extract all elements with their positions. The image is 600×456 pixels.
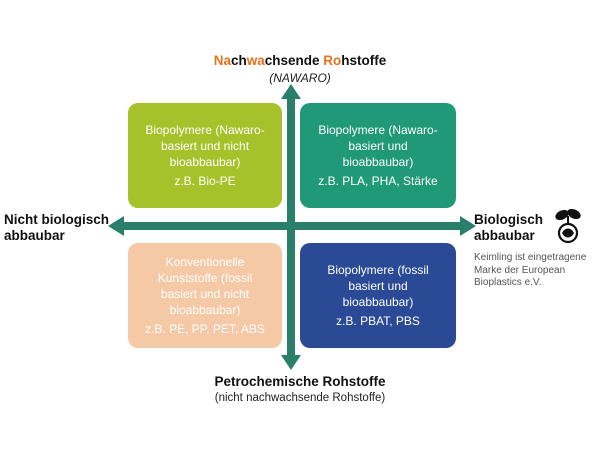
- left-arrow-head-icon: [108, 216, 124, 236]
- quadrant-text-line: Kunststoffe (fossil: [157, 271, 253, 285]
- quadrant-bottom-right: Biopolymere (fossil basiert und bioabbau…: [300, 243, 456, 348]
- bottom-axis-subtitle: (nicht nachwachsende Rohstoffe): [214, 392, 386, 404]
- trademark-note: Keimling ist eingetragene Marke der Euro…: [474, 252, 600, 290]
- left-axis-label-line2: abbaubar: [4, 228, 65, 243]
- quadrant-bottom-left: Konventionelle Kunststoffe (fossil basie…: [128, 243, 282, 348]
- up-arrow-head-icon: [281, 84, 301, 99]
- top-title-part: Ro: [323, 53, 342, 68]
- bottom-axis-title: Petrochemische Rohstoffe: [214, 374, 386, 389]
- left-axis-label: Nicht biologisch abbaubar: [4, 212, 124, 244]
- quadrant-top-left: Biopolymere (Nawaro- basiert und nicht b…: [128, 103, 282, 208]
- top-axis-subtitle: (NAWARO): [269, 71, 331, 85]
- top-title-part: hstoffe: [341, 53, 387, 68]
- quadrant-example: z.B. PBAT, PBS: [336, 314, 420, 328]
- quadrant-text-line: basiert und nicht: [160, 287, 250, 301]
- top-axis-title: Nachwachsende Rohstoffe: [150, 53, 450, 68]
- quadrant-text-line: bioabbaubar): [169, 155, 241, 169]
- right-axis-label: Biologisch abbaubar: [474, 212, 554, 244]
- seedling-logo-icon: [555, 208, 581, 244]
- quadrant-text-line: bioabbaubar): [342, 295, 414, 309]
- quadrant-text-line: bioabbaubar): [169, 303, 241, 317]
- note-line: Bioplastics e.V.: [474, 277, 542, 288]
- left-axis-label-line1: Nicht biologisch: [4, 212, 110, 227]
- quadrant-example: z.B. Bio-PE: [174, 174, 236, 188]
- top-title-part: ch: [230, 53, 247, 68]
- right-axis-label-line2: abbaubar: [474, 228, 535, 243]
- note-line: Marke der European: [474, 264, 566, 276]
- quadrant-text-line: Konventionelle: [165, 255, 245, 269]
- top-title-part: Na: [213, 53, 231, 68]
- note-line: Keimling ist eingetragene: [474, 252, 587, 263]
- quadrant-top-right: Biopolymere (Nawaro- basiert und bioabba…: [300, 103, 456, 208]
- quadrant-text-line: basiert und: [348, 139, 408, 153]
- top-title-part: chsende: [264, 53, 324, 68]
- right-arrow-head-icon: [460, 216, 476, 236]
- quadrant-text-line: basiert und: [348, 279, 408, 293]
- right-axis-label-line1: Biologisch: [474, 212, 544, 227]
- quadrant-text-line: Biopolymere (fossil: [327, 263, 429, 277]
- top-title-part: wa: [246, 53, 265, 68]
- quadrant-text-line: Biopolymere (Nawaro-: [145, 123, 265, 137]
- quadrant-text-line: Biopolymere (Nawaro-: [318, 123, 438, 137]
- quadrant-example: z.B. PLA, PHA, Stärke: [318, 174, 438, 188]
- vertical-axis-arrow: [281, 84, 301, 370]
- quadrant-text-line: bioabbaubar): [342, 155, 414, 169]
- quadrant-example: z.B. PE, PP, PET, ABS: [145, 322, 265, 336]
- quadrant-text-line: basiert und nicht: [160, 139, 250, 153]
- down-arrow-head-icon: [281, 355, 301, 370]
